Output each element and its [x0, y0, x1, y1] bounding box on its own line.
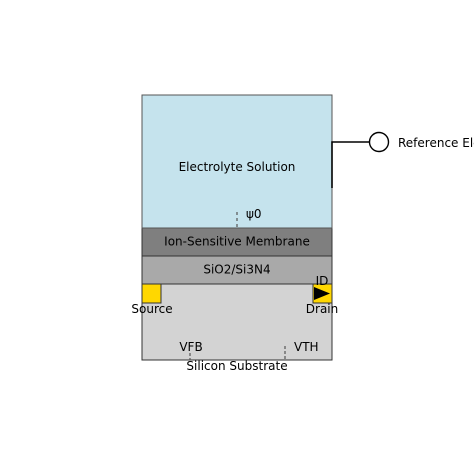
source-label: Source	[131, 302, 172, 316]
reference-electrode-wire	[331, 141, 370, 188]
electrolyte-label: Electrolyte Solution	[179, 160, 296, 174]
silicon-substrate-layer	[141, 283, 333, 361]
substrate-label: Silicon Substrate	[186, 359, 287, 373]
vth-label: VTH	[294, 340, 319, 354]
membrane-label: Ion-Sensitive Membrane	[164, 235, 310, 249]
surface-potential-label: ψ0	[246, 207, 262, 221]
reference-electrode-icon	[368, 131, 390, 153]
drain-label: Drain	[306, 302, 338, 316]
current-arrow-icon	[314, 287, 330, 300]
oxide-layer	[141, 255, 333, 285]
source-contact	[141, 283, 162, 304]
reference-electrode-label: Reference Electrode	[398, 136, 474, 150]
vfb-label: VFB	[179, 340, 202, 354]
drain-current-label: ID	[316, 274, 329, 288]
oxide-label: SiO2/Si3N4	[203, 263, 270, 277]
electrolyte-solution-layer	[141, 94, 333, 229]
